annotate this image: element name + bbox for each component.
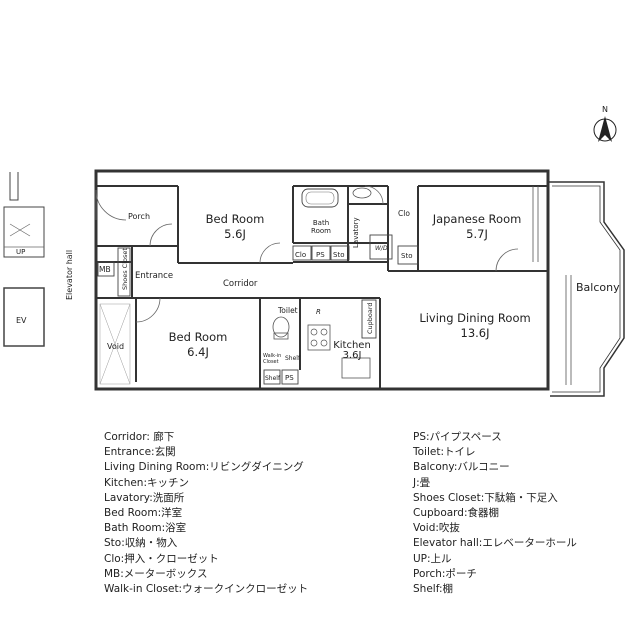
legend-item: UP:上ル — [413, 552, 452, 565]
bath-room-label-2: Room — [311, 227, 331, 235]
legend-right: PS:パイプスペース Toilet:トイレ Balcony:バルコニー J:畳 Shoe… — [413, 430, 577, 597]
toilet-fixture-icon — [272, 316, 290, 340]
shoes-closet-label: Shoes Closet — [121, 248, 129, 290]
legend-item: Void:吹抜 — [413, 522, 460, 535]
bath-room-label-1: Bath — [313, 219, 329, 227]
void-label: Void — [107, 342, 124, 351]
wd-label: W/D — [375, 245, 388, 252]
legend-item: Walk-in Closet:ウォークインクローゼット — [104, 583, 309, 596]
corridor-label: Corridor — [223, 279, 258, 289]
walkin-label-1: Walk-in — [263, 353, 281, 359]
legend-item: Entrance:玄関 — [104, 446, 176, 459]
legend-item: Toilet:トイレ — [413, 446, 476, 459]
legend-item: Lavatory:洗面所 — [104, 491, 185, 504]
legend-item: Shoes Closet:下駄箱・下足入 — [413, 491, 558, 504]
ldr-label: Living Dining Room — [419, 311, 530, 325]
ps-a-label: PS — [316, 251, 325, 259]
mb-label: MB — [99, 265, 111, 274]
north-compass-icon: N — [593, 105, 617, 142]
bed-room-1-label: Bed Room — [206, 212, 265, 226]
kitchen-sink-icon — [341, 357, 371, 379]
legend-left: Corridor: 廊下 Entrance:玄関 Living Dining Roo… — [104, 430, 308, 597]
elevator-hall-label: Elevator hall — [65, 250, 74, 300]
bathtub-icon — [301, 188, 339, 208]
shelf-a-label: Shelf — [285, 355, 301, 362]
legend-item: Bath Room:浴室 — [104, 522, 187, 535]
bed-room-2-size: 6.4J — [187, 345, 209, 359]
legend-item: J:畳 — [413, 476, 431, 489]
stair-area: UP — [3, 172, 45, 258]
legend-item: Shelf:棚 — [413, 583, 454, 596]
ldr-size: 13.6J — [461, 326, 490, 340]
cupboard-label: Cupboard — [366, 302, 374, 334]
porch-label: Porch — [128, 212, 150, 221]
legend-item: MB:メーターボックス — [104, 567, 208, 580]
sto-a-label: Sto — [333, 251, 344, 259]
legend-item: PS:パイプスペース — [413, 431, 502, 443]
legend-item: Cupboard:食器棚 — [413, 507, 500, 520]
legend-item: Elevator hall:エレベーターホール — [413, 537, 577, 550]
kitchen-size: 3.6J — [343, 350, 362, 361]
r-mark-label: R — [316, 308, 321, 316]
floor-plan: N UP EV Elevator hall — [3, 105, 625, 397]
ev-area: EV — [3, 287, 45, 347]
door-swings — [95, 185, 519, 323]
entrance-label: Entrance — [135, 271, 173, 281]
japanese-room-label: Japanese Room — [432, 212, 522, 226]
cupboard-box — [361, 299, 377, 339]
sink-icon — [352, 187, 372, 199]
clo-a-label: Clo — [295, 251, 306, 259]
shelf-b-label: Shelf — [265, 375, 281, 382]
small-boxes — [97, 245, 419, 385]
toilet-label: Toilet — [277, 306, 298, 315]
legend-item: Clo:押入・クローゼット — [104, 552, 219, 565]
compass-label: N — [602, 105, 608, 114]
clo-top-label: Clo — [398, 209, 410, 218]
balcony-label: Balcony — [576, 281, 620, 294]
ps-b-label: PS — [285, 374, 294, 382]
japanese-room-size: 5.7J — [466, 227, 488, 241]
up-label: UP — [16, 248, 25, 256]
kitchen-label: Kitchen — [333, 340, 371, 351]
legend-item: Bed Room:洋室 — [104, 507, 183, 520]
lavatory-label: Lavatory — [352, 217, 360, 248]
walkin-label-2: Closet — [263, 359, 279, 365]
bed-room-2-label: Bed Room — [169, 330, 228, 344]
outer-walls — [94, 169, 625, 397]
legend-item: Kitchen:キッチン — [104, 476, 189, 489]
ev-label: EV — [16, 316, 27, 325]
legend-item: Porch:ポーチ — [413, 567, 477, 580]
stove-icon — [307, 324, 331, 351]
sto-b-label: Sto — [401, 252, 412, 260]
windows — [532, 186, 572, 385]
legend-item: Corridor: 廊下 — [104, 431, 175, 443]
washer-dryer-icon — [369, 234, 393, 260]
legend-item: Balcony:バルコニー — [413, 461, 510, 474]
legend-item: Living Dining Room:リビングダイニング — [104, 461, 304, 474]
void-hatch — [99, 303, 131, 385]
bed-room-1-size: 5.6J — [224, 227, 246, 241]
legend-item: Sto:収納・物入 — [104, 537, 178, 550]
